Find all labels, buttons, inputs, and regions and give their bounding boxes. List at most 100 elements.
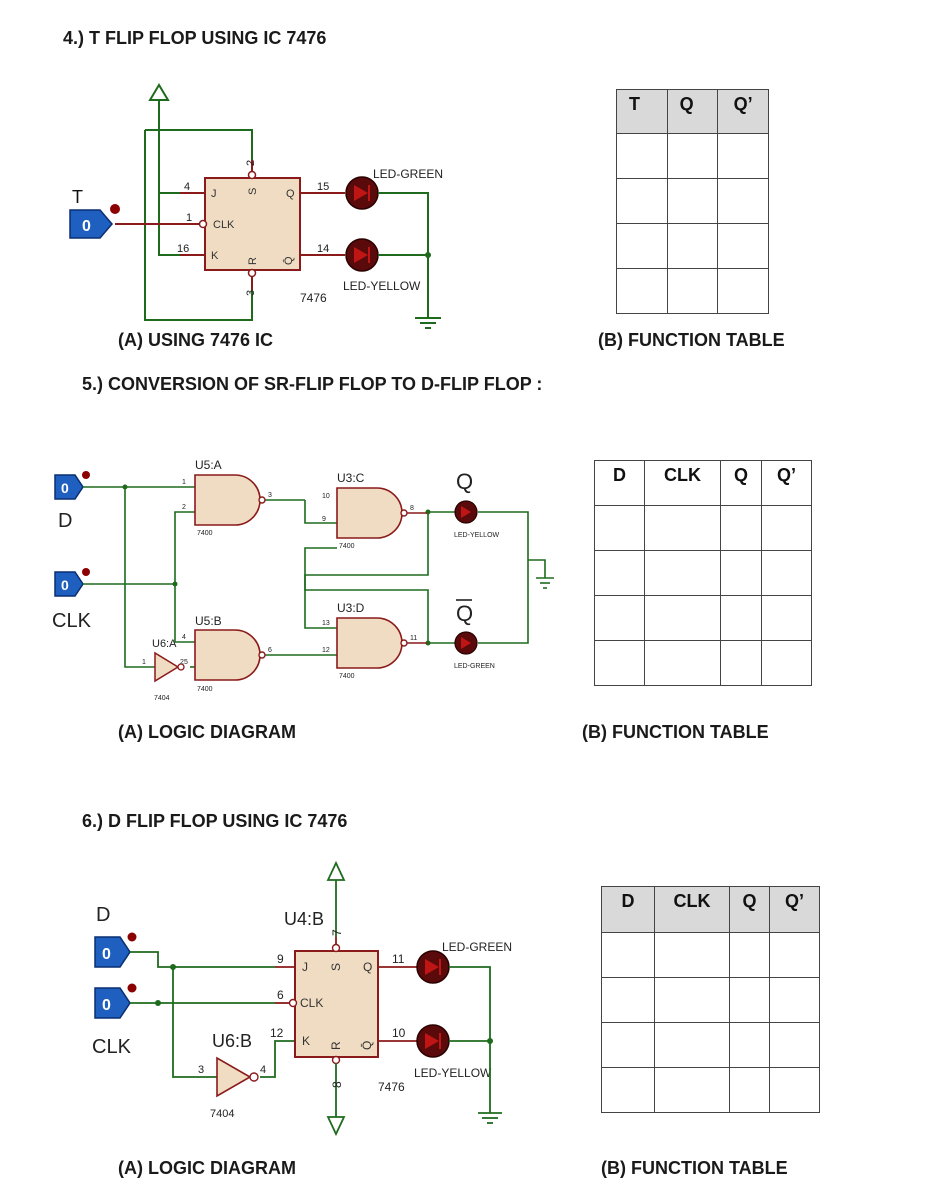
ground-arrow-icon: [326, 1116, 346, 1137]
table-cell[interactable]: [644, 640, 721, 686]
pin-number: 12: [322, 647, 330, 654]
table-cell[interactable]: [616, 178, 668, 224]
pin-label: CLK: [213, 219, 235, 231]
pin-label: Q: [363, 960, 372, 974]
table-cell[interactable]: [616, 223, 668, 269]
chip-part-label: 7476: [300, 291, 327, 305]
svg-text:0: 0: [102, 997, 111, 1014]
table-cell[interactable]: [601, 977, 655, 1023]
pin-number: 2: [180, 659, 184, 666]
table-cell[interactable]: [717, 268, 769, 314]
table-cell[interactable]: [717, 223, 769, 269]
inverter-gate-u6b: [216, 1056, 259, 1098]
table-cell[interactable]: [729, 1022, 770, 1068]
part-label: 7400: [197, 686, 213, 693]
power-terminal-icon: [148, 83, 170, 130]
pin-number: 4: [260, 1064, 266, 1076]
table-cell[interactable]: [666, 178, 719, 224]
table-cell[interactable]: [720, 595, 762, 641]
ic-7476-chip: [294, 950, 379, 1058]
table-cell[interactable]: [729, 932, 770, 978]
table-header: D: [601, 886, 655, 933]
svg-text:0: 0: [102, 946, 111, 963]
pin-number: 10: [392, 1026, 406, 1040]
table-cell[interactable]: [729, 1067, 770, 1113]
pin-label: J: [211, 188, 217, 200]
table-header: Q’: [761, 460, 812, 506]
table-cell[interactable]: [769, 977, 820, 1023]
pin-label: Q: [286, 188, 295, 200]
table-cell[interactable]: [769, 1067, 820, 1113]
table-cell[interactable]: [644, 595, 721, 641]
pin-number: 6: [268, 647, 272, 654]
led-label: LED-GREEN: [442, 940, 512, 954]
svg-text:0: 0: [61, 577, 69, 593]
table-cell[interactable]: [601, 932, 655, 978]
caption-a: (A) LOGIC DIAGRAM: [118, 722, 296, 742]
pin-label: J: [302, 960, 308, 974]
table-cell[interactable]: [601, 1067, 655, 1113]
function-table-sr-to-d: D CLK Q Q’: [594, 460, 812, 686]
chip-part-label: 7476: [378, 1080, 405, 1094]
function-table-d-flipflop: D CLK Q Q’: [601, 886, 820, 1113]
part-label: 7400: [197, 530, 213, 537]
pin-number: 6: [277, 988, 284, 1002]
pin-label: S: [247, 188, 259, 195]
table-cell[interactable]: [594, 505, 645, 551]
table-cell[interactable]: [601, 1022, 655, 1068]
table-cell[interactable]: [769, 932, 820, 978]
pin-label: K: [211, 250, 219, 262]
pin-number: 7: [330, 929, 344, 936]
logic-input-toggle[interactable]: 0: [54, 571, 84, 597]
table-cell[interactable]: [666, 133, 719, 179]
table-cell[interactable]: [761, 640, 812, 686]
table-cell[interactable]: [644, 550, 721, 596]
table-cell[interactable]: [644, 505, 721, 551]
table-cell[interactable]: [720, 640, 762, 686]
table-header: Q: [720, 460, 762, 506]
table-cell[interactable]: [761, 505, 812, 551]
table-cell[interactable]: [666, 268, 719, 314]
table-cell[interactable]: [654, 1022, 730, 1068]
pin-label: R: [247, 257, 259, 265]
table-cell[interactable]: [616, 268, 668, 314]
table-cell[interactable]: [654, 1067, 730, 1113]
pin-number: 5: [184, 659, 188, 666]
pin-number: 2: [245, 160, 257, 166]
pin-number: 2: [182, 504, 186, 511]
d-flipflop-circuit: U4:B D 0 0 CLK 9 6 12 7 8 11 10 J CLK: [92, 860, 512, 1137]
logic-input-toggle[interactable]: 0: [54, 474, 84, 500]
table-cell[interactable]: [729, 977, 770, 1023]
table-cell[interactable]: [616, 133, 668, 179]
table-cell[interactable]: [666, 223, 719, 269]
led-yellow-icon: [345, 238, 379, 272]
table-cell[interactable]: [654, 932, 730, 978]
part-label: 7400: [339, 543, 355, 550]
table-cell[interactable]: [761, 595, 812, 641]
pin-number: 4: [184, 181, 190, 193]
pin-number: 11: [392, 952, 405, 966]
table-header: CLK: [644, 460, 721, 506]
table-cell[interactable]: [717, 133, 769, 179]
pin-number: 1: [182, 479, 186, 486]
logic-input-toggle[interactable]: 0: [94, 987, 131, 1019]
pin-label: CLK: [300, 996, 323, 1010]
ground-icon: [415, 317, 441, 329]
table-cell[interactable]: [594, 550, 645, 596]
table-cell[interactable]: [594, 640, 645, 686]
led-green-icon: [345, 176, 379, 210]
table-cell[interactable]: [594, 595, 645, 641]
logic-input-toggle[interactable]: 0: [94, 936, 131, 968]
logic-input-toggle[interactable]: 0: [69, 209, 113, 239]
table-cell[interactable]: [654, 977, 730, 1023]
table-cell[interactable]: [720, 550, 762, 596]
table-cell[interactable]: [717, 178, 769, 224]
pin-number: 13: [322, 620, 330, 627]
t-flipflop-circuit: 4 1 16 2 3 15 14 J CLK K S R Q Q̄ 7476 T…: [69, 83, 443, 329]
gate-label: U6:A: [152, 638, 177, 650]
table-header: T: [616, 89, 668, 134]
table-cell[interactable]: [720, 505, 762, 551]
table-cell[interactable]: [761, 550, 812, 596]
sr-to-d-flipflop-circuit: 0 D 0 CLK U5:A 7400 U5:B 7400: [52, 458, 554, 702]
table-cell[interactable]: [769, 1022, 820, 1068]
